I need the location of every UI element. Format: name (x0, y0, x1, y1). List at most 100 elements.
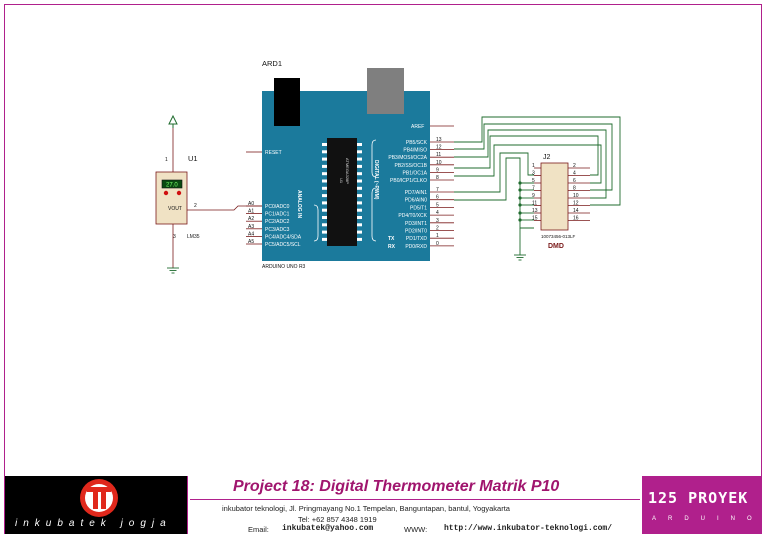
connector-ref: J2 (543, 154, 551, 161)
digital-pin-label: PB2/SS/OC1B (394, 163, 427, 169)
net-d13 (454, 116, 621, 206)
digital-pin-label: PD0/RXD (405, 244, 427, 250)
connector-pin-number: 11 (532, 201, 537, 207)
digital-pin-label: PD1/TXD (406, 236, 428, 242)
connector-pin-number: 12 (573, 201, 579, 207)
ground-symbol-sensor (167, 267, 179, 274)
connector-pin-number: 16 (573, 216, 579, 222)
chip-pin (357, 186, 362, 190)
chip-pin (322, 201, 327, 205)
sensor-pin2: 2 (194, 203, 197, 209)
sensor-pin3: 3 (173, 234, 176, 240)
junction-dot (518, 181, 522, 185)
analog-pin-number: A1 (248, 209, 254, 215)
atmega-chip (327, 138, 357, 246)
sensor-model: LM35 (187, 234, 200, 240)
digital-pin-number: 7 (436, 187, 439, 193)
logo-stem-left (93, 490, 98, 509)
project-title: Project 18: Digital Thermometer Matrik P… (233, 478, 560, 495)
junction-dot (518, 218, 522, 222)
ground-symbol-dmd (514, 254, 526, 261)
connector-part: 10073456-013LF (541, 234, 576, 239)
net-d11 (454, 129, 607, 199)
connector-pin-number: 5 (532, 178, 535, 184)
www-label: WWW: (404, 525, 428, 534)
net-d12 (454, 123, 613, 191)
digital-pin-number: 6 (436, 195, 439, 201)
title-block-series: 125 PROYEK ARDUINO (642, 476, 762, 534)
connector-pin-number: 13 (532, 208, 538, 214)
email-value[interactable]: inkubatek@yahoo.com (282, 524, 374, 533)
connector-pin-number: 6 (573, 178, 576, 184)
sensor-display-value: 27.0 (166, 183, 178, 189)
digital-pin-label: PB4/MISO (403, 148, 427, 154)
series-subtitle: ARDUINO (652, 516, 764, 522)
connector-pin-number: 8 (573, 186, 576, 192)
website-link[interactable]: http://www.inkubator-teknologi.com/ (444, 524, 613, 533)
digital-pin-number: 1 (436, 233, 439, 239)
sensor-out-wire (187, 205, 262, 211)
digital-pin-label: PD4/T0/XCK (398, 213, 427, 219)
digital-pin-label: PB1/OC1A (403, 170, 428, 176)
analog-pin-label: PC4/ADC4/SDA (265, 234, 302, 240)
chip-pin (322, 230, 327, 234)
dmd-nets (454, 116, 621, 255)
title-block-info: Project 18: Digital Thermometer Matrik P… (187, 476, 642, 534)
connector-pin-number: 15 (532, 216, 538, 222)
chip-pin (357, 201, 362, 205)
email-label: Email: (248, 525, 269, 534)
chip-pin (357, 179, 362, 183)
chip-pin (357, 230, 362, 234)
telephone: Tel: +62 857 4348 1919 (298, 515, 377, 524)
net-d8 (454, 144, 602, 184)
chip-pin (322, 216, 327, 219)
tx-label: TX (388, 236, 395, 242)
company-address: inkubator teknologi, Jl. Pringmayang No.… (222, 504, 510, 513)
title-divider (190, 499, 640, 500)
junction-dot (518, 203, 522, 207)
analog-pin-label: PC2/ADC2 (265, 219, 290, 225)
digital-pin-number: 12 (436, 145, 442, 151)
digital-pin-number: 11 (436, 152, 441, 158)
connector-body (540, 162, 569, 231)
chip-pin (322, 186, 327, 190)
sensor-ref: U1 (188, 154, 198, 163)
power-jack (274, 78, 300, 126)
sensor-button-plus[interactable] (176, 190, 182, 196)
usb-connector (367, 68, 404, 114)
rx-label: RX (388, 244, 396, 250)
digital-pin-number: 4 (436, 210, 439, 216)
chip-pin (357, 157, 362, 161)
sensor-button-minus[interactable] (163, 190, 169, 196)
analog-pin-label: PC5/ADC5/SCL (265, 242, 301, 248)
connector-pin-number: 3 (532, 171, 535, 177)
digital-pin-label: PB0/ICP1/CLKO (390, 178, 427, 184)
digital-title: DIGITAL (~PWM) (373, 160, 379, 200)
title-block-logo: inkubatek jogja (5, 476, 187, 534)
analog-pin-number: A0 (248, 201, 254, 207)
dmd-junctions (518, 181, 522, 222)
digital-pin-number: 5 (436, 202, 439, 208)
connector-pin-number: 4 (573, 171, 576, 177)
chip-label: ATMEGA328P (345, 158, 350, 184)
chip-pin (357, 172, 362, 176)
logo-stem-right (101, 490, 106, 509)
logo-bar (87, 487, 111, 492)
digital-pin-label: PD2/INT0 (405, 229, 427, 235)
connector-pin-number: 2 (573, 163, 576, 169)
reset-label: RESET (265, 150, 282, 156)
analog-pin-number: A4 (248, 231, 254, 237)
chip-ref-label: U1 (339, 178, 344, 184)
chip-pins (322, 143, 362, 241)
analog-pin-label: PC0/ADC0 (265, 204, 290, 210)
chip-pin (357, 150, 362, 154)
logo-graphic (80, 479, 118, 517)
net-d9 (454, 135, 599, 176)
digital-pin-label: PB3/MOSI/OC2A (388, 155, 427, 161)
connector-pin-number: 1 (532, 163, 535, 169)
digital-bracket-bottom (371, 187, 377, 242)
chip-pin (322, 223, 327, 227)
